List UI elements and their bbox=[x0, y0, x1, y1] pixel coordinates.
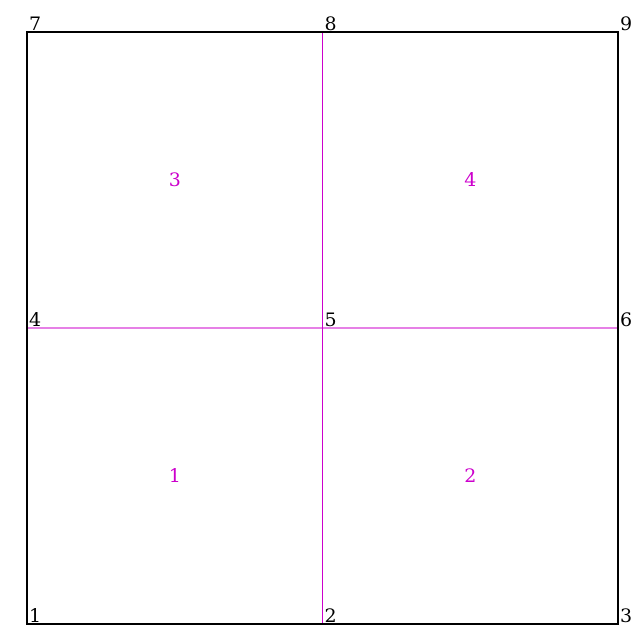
node-label-9: 9 bbox=[620, 13, 632, 35]
node-labels: 1 2 3 4 5 6 7 8 9 bbox=[29, 13, 632, 627]
node-label-2: 2 bbox=[325, 605, 337, 627]
node-label-6: 6 bbox=[620, 309, 632, 331]
node-label-5: 5 bbox=[325, 309, 337, 331]
node-label-7: 7 bbox=[29, 13, 41, 35]
mesh-boundary bbox=[26, 31, 619, 625]
element-label-1: 1 bbox=[169, 465, 181, 487]
node-label-8: 8 bbox=[325, 13, 337, 35]
element-labels: 1 2 3 4 bbox=[169, 169, 477, 487]
interior-grid-lines bbox=[27, 32, 618, 624]
element-label-2: 2 bbox=[464, 465, 476, 487]
element-label-4: 4 bbox=[464, 169, 476, 191]
element-label-3: 3 bbox=[169, 169, 181, 191]
node-label-4: 4 bbox=[29, 309, 41, 331]
node-label-1: 1 bbox=[29, 605, 41, 627]
node-label-3: 3 bbox=[620, 605, 632, 627]
